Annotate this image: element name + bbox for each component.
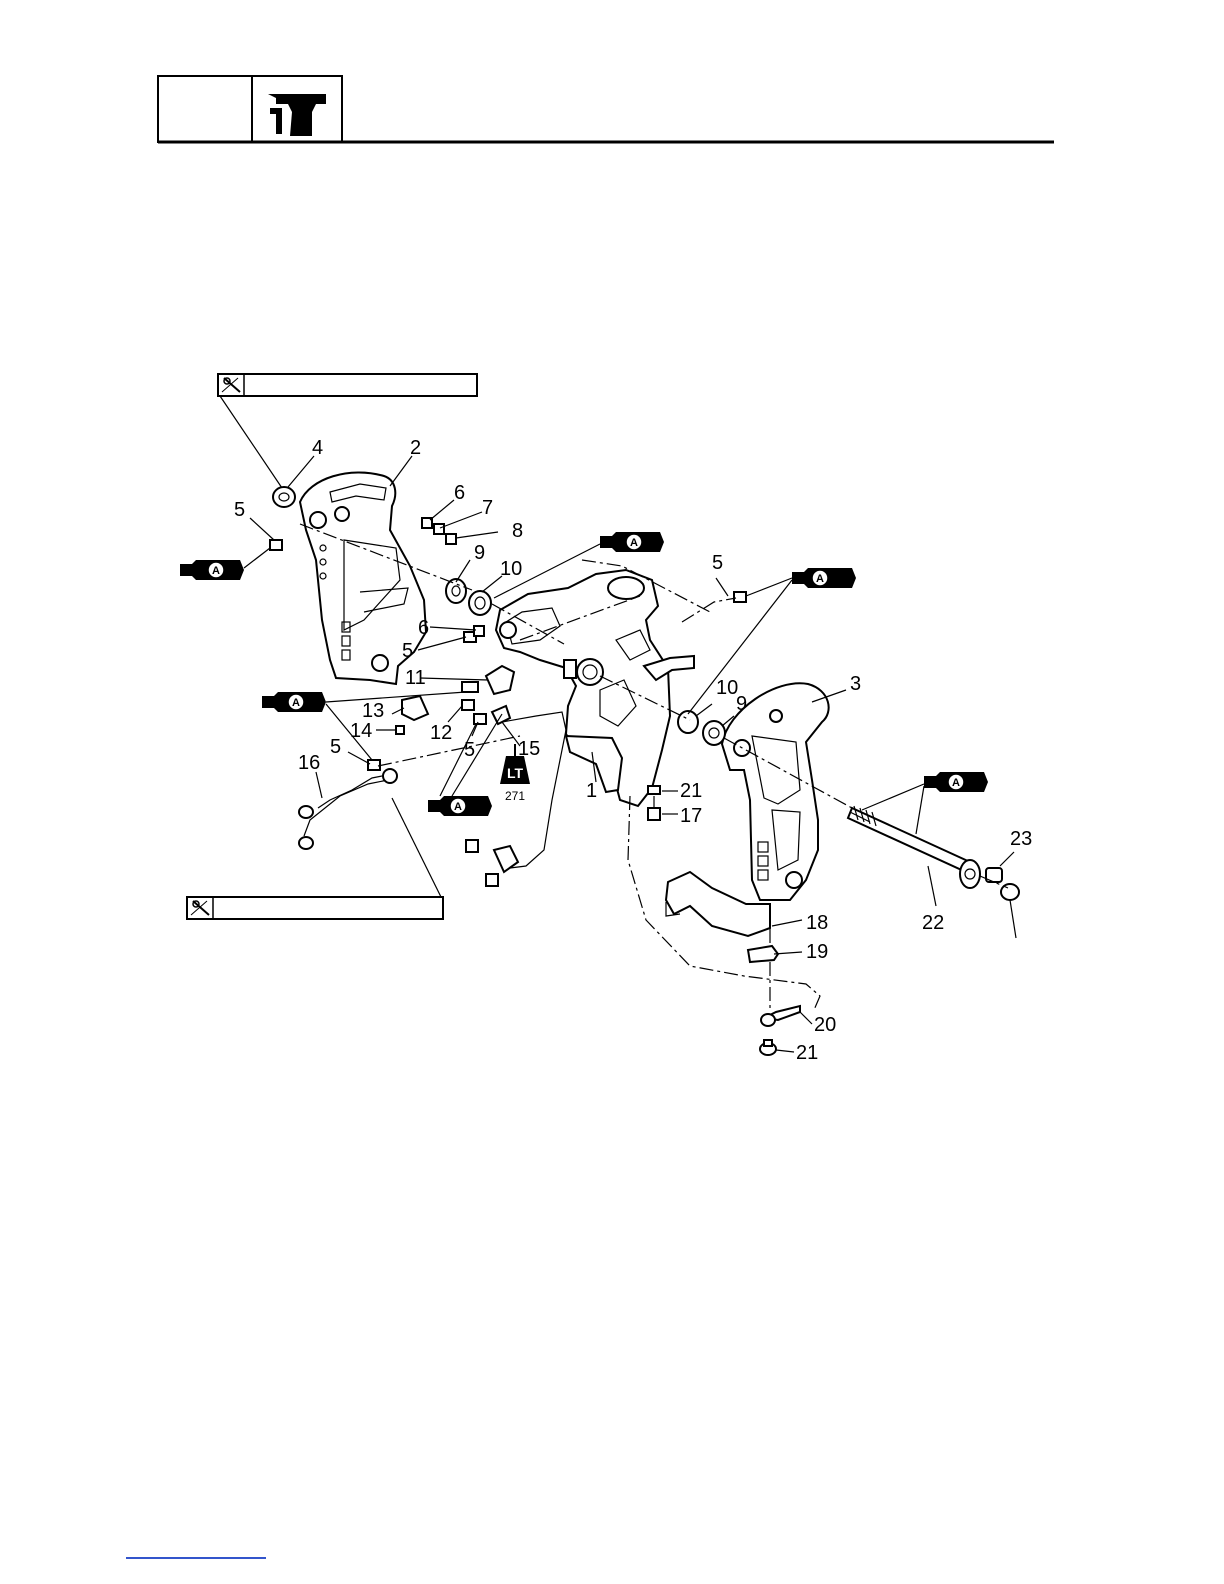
grease-gun-icon: A xyxy=(428,796,492,816)
clamp-bracket-right xyxy=(722,683,829,900)
callout-11: 11 xyxy=(405,667,426,689)
through-tube xyxy=(848,806,980,888)
callout-5e: 5 xyxy=(464,739,475,761)
callout-21a: 21 xyxy=(680,780,702,802)
callout-17: 17 xyxy=(680,805,702,827)
svg-text:A: A xyxy=(212,565,220,577)
callout-10b: 10 xyxy=(716,677,738,699)
bushing-10-left xyxy=(469,591,491,615)
grease-gun-icon: A xyxy=(792,568,856,588)
callout-5b: 5 xyxy=(712,552,723,574)
grease-gun-icon: A xyxy=(262,692,326,712)
callout-18: 18 xyxy=(806,912,828,934)
callout-7: 7 xyxy=(482,497,493,519)
svg-text:A: A xyxy=(630,537,638,549)
svg-text:A: A xyxy=(454,801,462,813)
washer-9-left xyxy=(446,579,466,603)
svg-text:A: A xyxy=(952,777,960,789)
grease-gun-icon: A xyxy=(180,560,244,580)
wire-harness-16 xyxy=(299,769,397,849)
callout-3: 3 xyxy=(850,673,861,695)
callout-5d: 5 xyxy=(330,736,341,758)
callout-13: 13 xyxy=(362,700,384,722)
svg-text:LT: LT xyxy=(507,765,524,781)
callout-20: 20 xyxy=(814,1014,836,1036)
callout-10a: 10 xyxy=(500,558,522,580)
torque-spec-box-bottom xyxy=(187,897,443,919)
callout-9a: 9 xyxy=(474,542,485,564)
svg-text:A: A xyxy=(816,573,824,585)
page-header xyxy=(158,76,1054,142)
svg-text:A: A xyxy=(292,697,300,709)
callout-6a: 6 xyxy=(454,482,465,504)
svg-text:271: 271 xyxy=(505,789,525,803)
grease-gun-icon: A xyxy=(924,772,988,792)
callout-23: 23 xyxy=(1010,828,1032,850)
callout-15: 15 xyxy=(518,738,540,760)
callout-6b: 6 xyxy=(418,617,429,639)
callout-5c: 5 xyxy=(402,640,413,662)
callout-22: 22 xyxy=(922,912,944,934)
callout-19: 19 xyxy=(806,941,828,963)
bracket-section-icon xyxy=(268,94,326,136)
grease-nipple-5-left xyxy=(270,540,282,550)
callout-5a: 5 xyxy=(234,499,245,521)
bushing-10-right xyxy=(678,711,698,733)
callout-2: 2 xyxy=(410,437,421,459)
torque-spec-box-top xyxy=(218,374,477,396)
nut-4 xyxy=(273,487,295,507)
washer-9-right xyxy=(703,721,725,745)
callout-8: 8 xyxy=(512,520,523,542)
callout-12: 12 xyxy=(430,722,452,744)
callout-14: 14 xyxy=(350,720,372,742)
callout-1: 1 xyxy=(586,780,597,802)
tube-nut xyxy=(986,868,1019,900)
grease-nipple-5-top-right xyxy=(734,592,746,602)
pad xyxy=(748,946,778,962)
grease-gun-icon: A xyxy=(600,532,664,552)
callout-4: 4 xyxy=(312,437,323,459)
callout-21b: 21 xyxy=(796,1042,818,1064)
footer-rule xyxy=(126,1557,266,1559)
callout-16: 16 xyxy=(298,752,320,774)
